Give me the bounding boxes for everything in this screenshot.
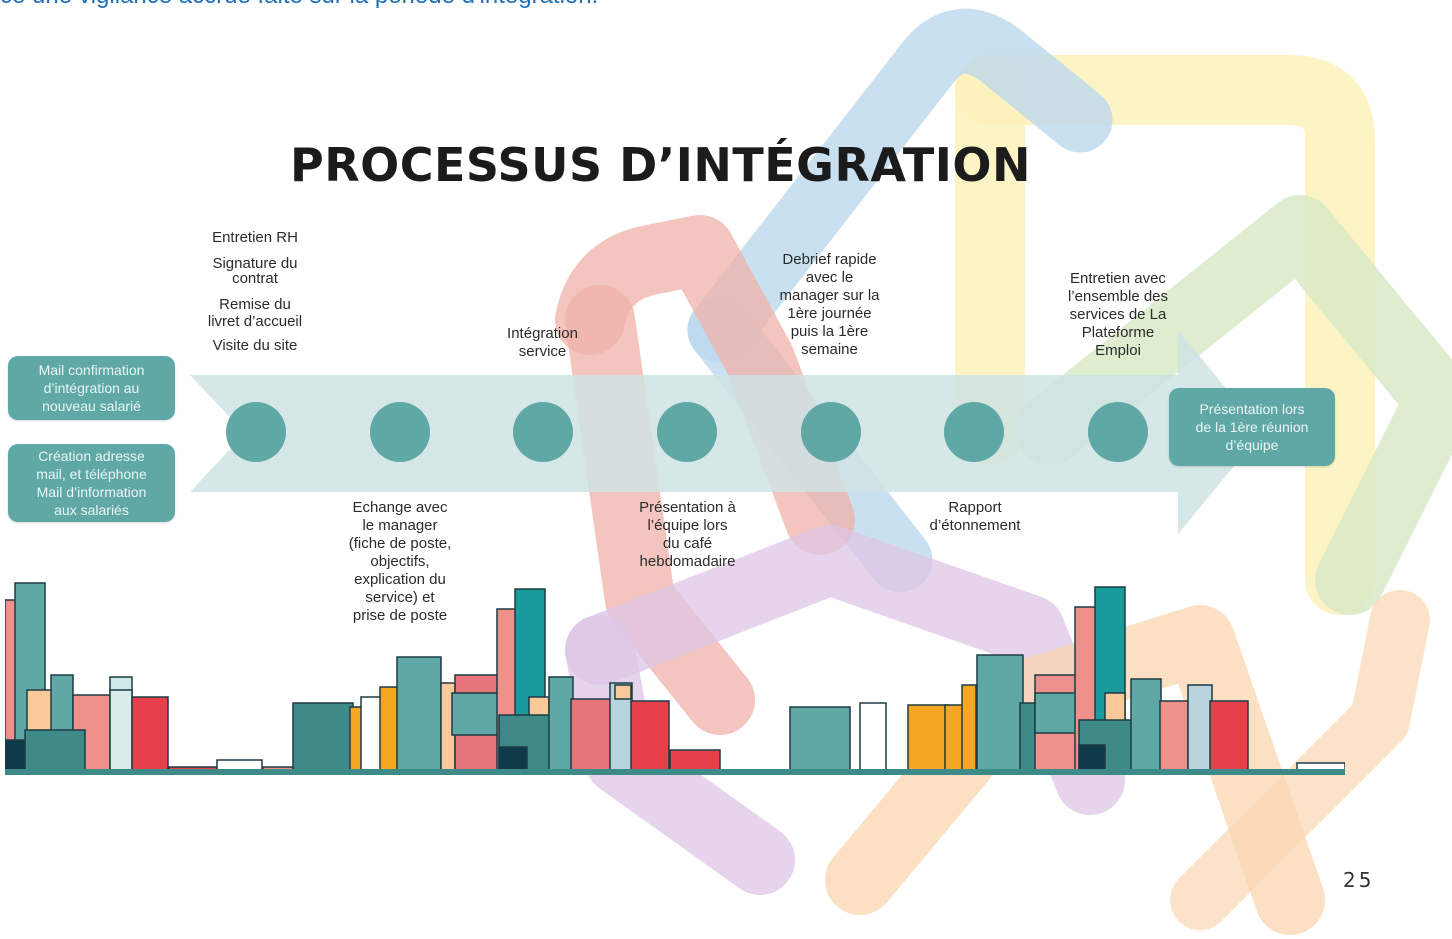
page-number: 25 xyxy=(1343,868,1375,892)
step-circle-1 xyxy=(226,402,286,462)
side-box-mail-confirmation: Mail confirmation d’intégration au nouve… xyxy=(8,356,175,420)
intro-text: ce une vigilance accrue faite sur la pér… xyxy=(0,0,598,10)
step4-label: Présentation à l’équipe lors du café heb… xyxy=(639,499,736,570)
step-circle-2 xyxy=(370,402,430,462)
city-skyline-illustration xyxy=(5,582,1345,775)
step7-label: Entretien avec l’ensemble des services d… xyxy=(1067,270,1169,359)
step2-label: Echange avec le manager (fiche de poste,… xyxy=(348,499,452,624)
side-box-account-creation: Création adresse mail, et téléphone Mail… xyxy=(8,444,175,522)
step-circle-3 xyxy=(513,402,573,462)
step3-label: Intégration service xyxy=(507,325,578,360)
timeline-arrow xyxy=(190,330,1262,534)
step1-label: Entretien RH Signature du contrat Remise… xyxy=(207,229,303,354)
page-title: PROCESSUS D’INTÉGRATION xyxy=(290,138,1031,192)
step-circle-5 xyxy=(801,402,861,462)
step-circle-6 xyxy=(944,402,1004,462)
step-circle-4 xyxy=(657,402,717,462)
step5-label: Debrief rapide avec le manager sur la 1è… xyxy=(779,251,880,358)
step-circle-7 xyxy=(1088,402,1148,462)
step6-label: Rapport d’étonnement xyxy=(929,499,1021,534)
end-box-team-meeting: Présentation lors de la 1ère réunion d’é… xyxy=(1169,388,1335,466)
